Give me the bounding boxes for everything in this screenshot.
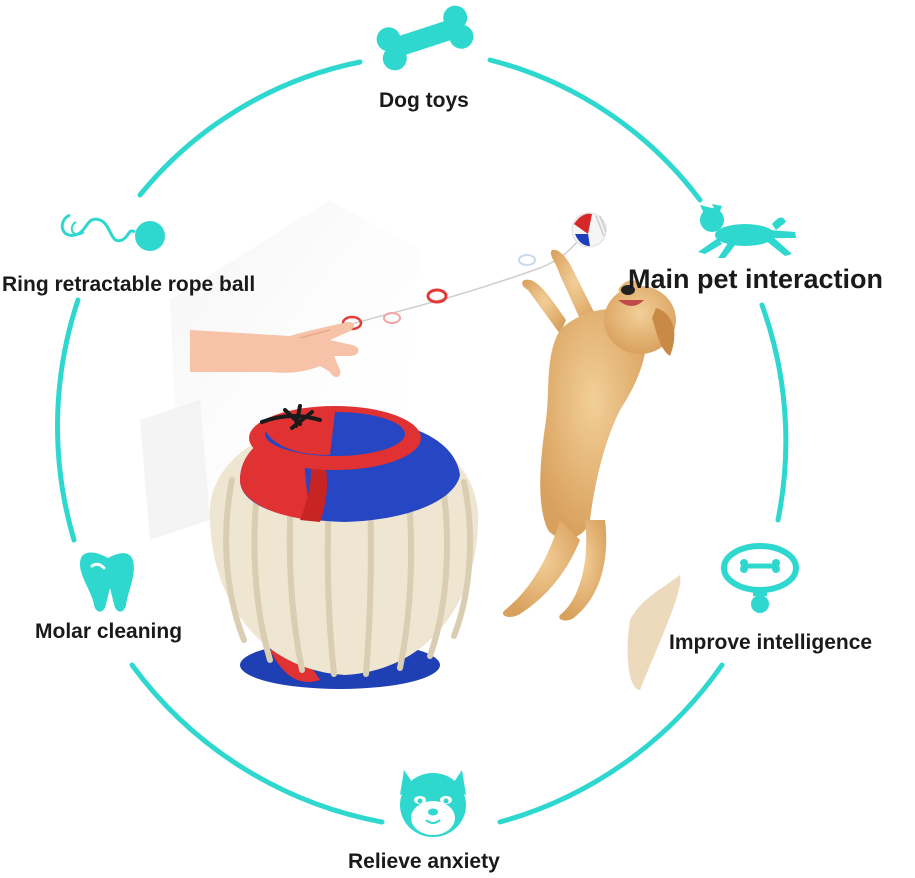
accent-circle	[55, 57, 789, 825]
feature-label-relieve-anxiety: Relieve anxiety	[348, 850, 500, 873]
feature-label-improve-intelligence: Improve intelligence	[669, 631, 873, 654]
dog-collar-icon	[721, 543, 799, 613]
bone-icon	[376, 5, 474, 71]
golden-retriever-puppy	[502, 249, 681, 690]
feature-label-ring-rope-ball: Ring retractable rope ball	[2, 273, 256, 296]
tooth-icon	[79, 552, 134, 612]
running-dog-icon	[698, 204, 796, 258]
feature-label-main-pet-interaction: Main pet interaction	[628, 264, 884, 294]
retractable-rope	[341, 231, 586, 331]
hand	[190, 322, 359, 378]
toy-ball	[209, 404, 479, 689]
shiba-face-icon	[400, 770, 466, 837]
rope-ball-icon	[60, 213, 165, 251]
feature-label-molar-cleaning: Molar cleaning	[35, 620, 183, 643]
small-toy-ball	[571, 212, 607, 248]
feature-label-dog-toys: Dog toys	[379, 89, 469, 112]
